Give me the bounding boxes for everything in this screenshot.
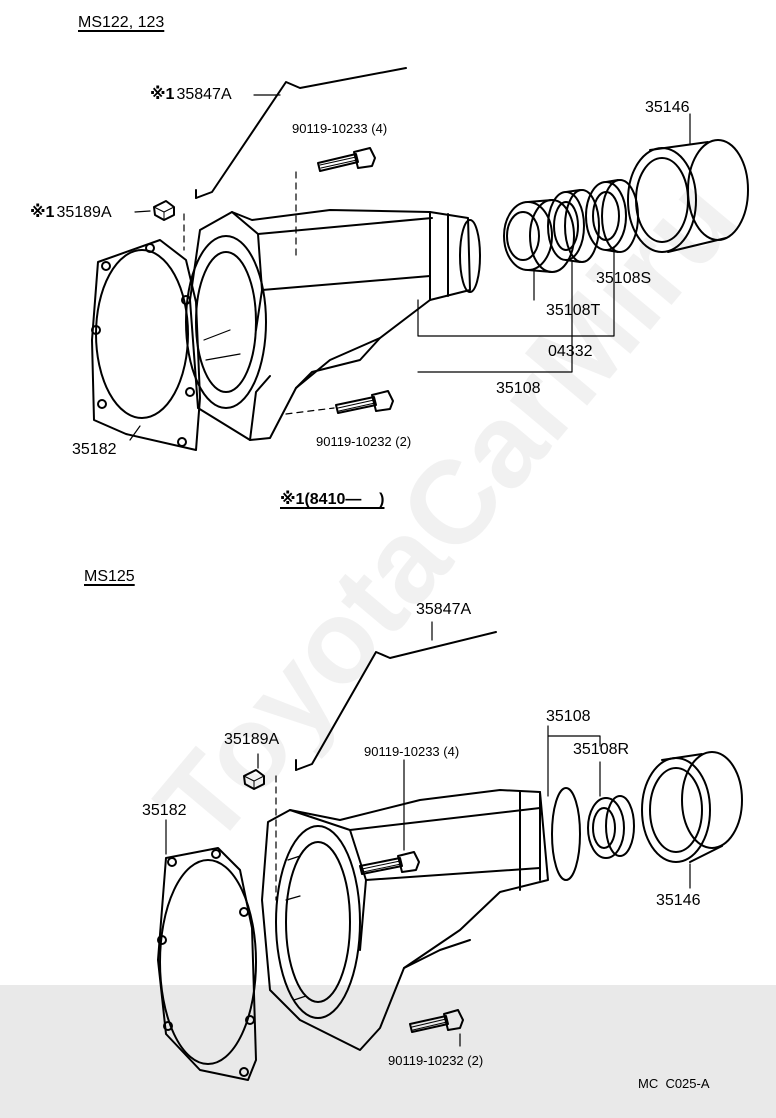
label-bolt-upper-top: 90119-10233 (4) (292, 121, 388, 136)
sleeve-35146-bottom (641, 751, 743, 863)
bolt-lower-top (335, 390, 394, 414)
label-rod-top-text: 35847A (176, 86, 232, 103)
model-label-top: MS122, 123 (78, 14, 165, 31)
plug-top (153, 200, 175, 221)
label-sleeve-bottom: 35146 (656, 892, 701, 909)
model-label-bottom: MS125 (84, 568, 135, 585)
label-bolt-lower-top: 90119-10232 (2) (316, 434, 412, 449)
label-plug-top-text: 35189A (56, 204, 112, 221)
rod-35847a-bottom (295, 631, 497, 771)
label-rod-bottom: 35847A (416, 601, 472, 618)
label-gasket-bottom: 35182 (142, 802, 187, 819)
gasket-bottom (157, 847, 257, 1081)
seal-35108r-bottom (587, 795, 635, 859)
bolt-lower-bottom (409, 1009, 464, 1033)
footnote-text: (8410— ) (304, 491, 385, 508)
footnote-top: ※1(8410— ) (280, 491, 384, 509)
label-housing-bottom: 35108 (546, 708, 591, 725)
seal-35108t-top (503, 199, 575, 273)
gasket-top (91, 239, 201, 451)
label-plug-bottom: 35189A (224, 731, 280, 748)
footnote-mark: ※1 (280, 491, 305, 508)
label-bolt-lower-bottom: 90119-10232 (2) (388, 1053, 484, 1068)
mark-plug-top: ※1 (30, 204, 55, 221)
seal-35108s-top (547, 189, 600, 263)
plug-bottom (243, 769, 265, 790)
extension-housing-top (185, 209, 481, 441)
mark-rod-top: ※1 (150, 86, 175, 103)
label-seal-s-top: 35108S (596, 270, 652, 287)
rod-35847a-top (195, 67, 407, 199)
diagram-code: MC C025-A (638, 1076, 710, 1091)
label-seal-t-top: 35108T (546, 302, 601, 319)
extension-housing-bottom (261, 787, 581, 1051)
label-seal-r-bottom: 35108R (573, 741, 630, 758)
label-sleeve-top: 35146 (645, 99, 690, 116)
label-seal-set-top: 04332 (548, 343, 593, 360)
bolt-upper-top (317, 147, 376, 172)
label-bolt-upper-bottom: 90119-10233 (4) (364, 744, 460, 759)
bolt-upper-bottom (359, 851, 420, 875)
label-gasket-top: 35182 (72, 441, 117, 458)
sleeve-35146-top (627, 139, 749, 253)
label-housing-top: 35108 (496, 380, 541, 397)
